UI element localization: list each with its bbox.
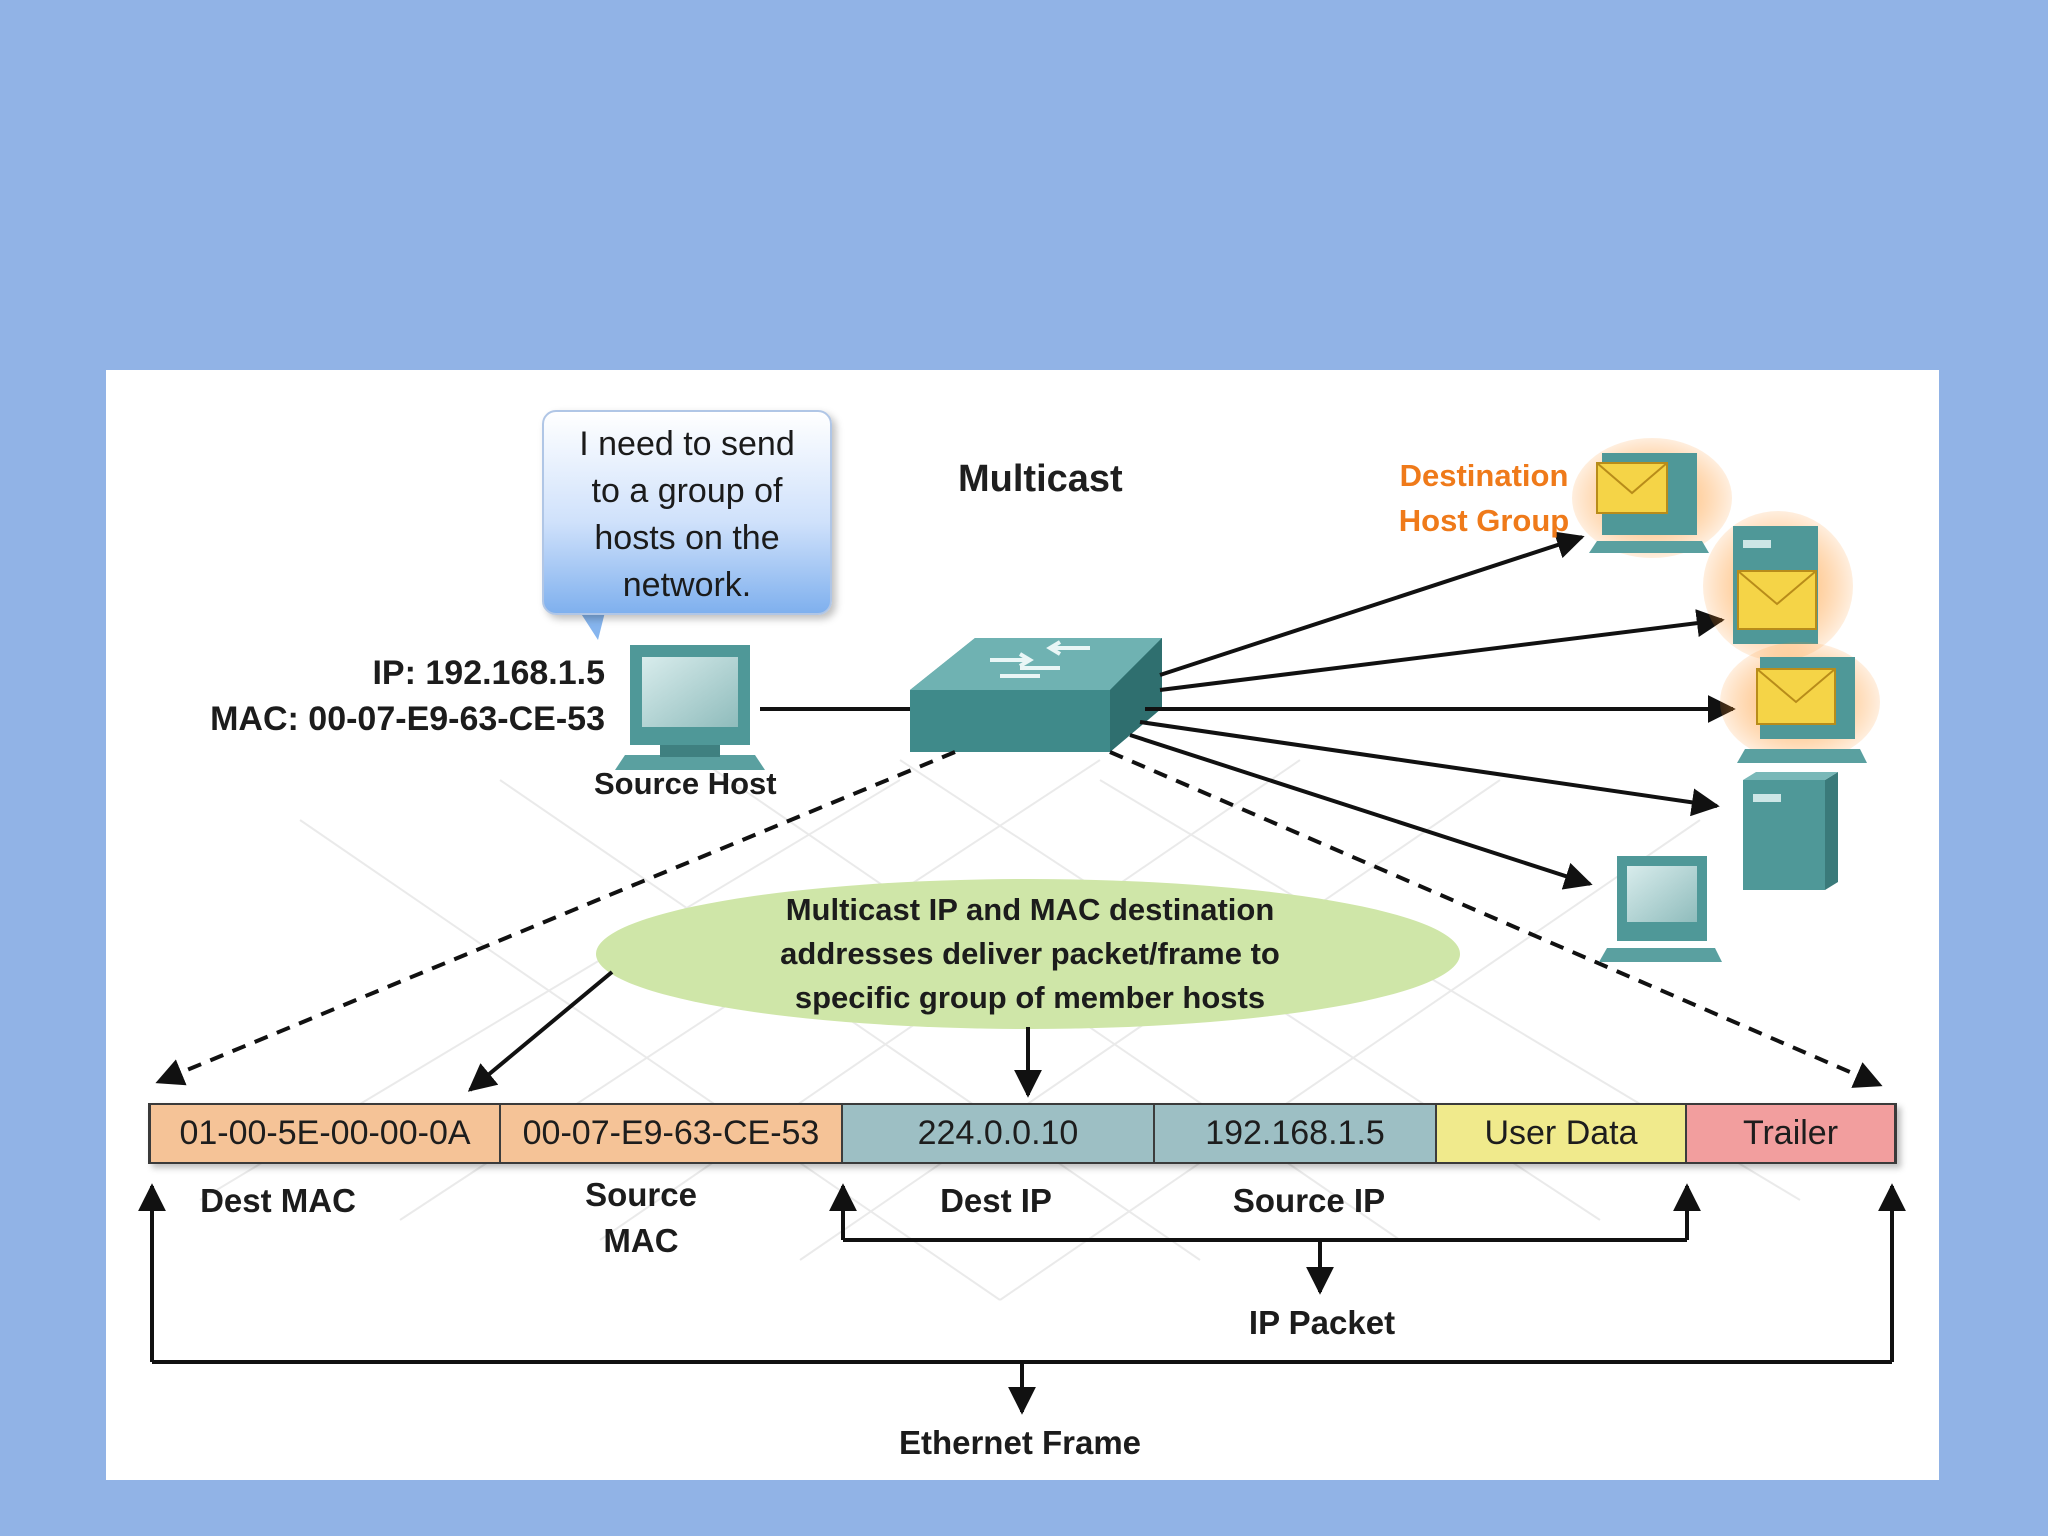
speech-bubble: I need to send to a group of hosts on th… [542, 410, 832, 615]
ethernet-frame-label: Ethernet Frame [898, 1424, 1142, 1461]
bracket-arrows [138, 1183, 1906, 1415]
destination-group-line: Host Group [1398, 503, 1570, 538]
diagram-title: Multicast [958, 458, 1123, 500]
dest-computer-3-icon [1599, 856, 1722, 962]
callout-line: addresses deliver packet/frame to [780, 936, 1280, 971]
speech-bubble-line: network. [622, 566, 752, 604]
multicast-arrows [1129, 531, 1736, 890]
dashed-projection-lines [155, 750, 1883, 1088]
frame-brackets [152, 1238, 1892, 1364]
frame-field-dest-ip: 224.0.0.10 [843, 1105, 1155, 1162]
switch-icon [910, 638, 1162, 752]
destination-group-line: Destination [1399, 458, 1569, 493]
callout-text: Multicast IP and MAC destination address… [740, 888, 1320, 1020]
speech-bubble-line: I need to send [579, 425, 795, 463]
source-mac-label-line: Source [585, 1176, 697, 1213]
source-mac-text: MAC: 00-07-E9-63-CE-53 [210, 700, 605, 738]
source-mac-label-line: MAC [603, 1222, 679, 1259]
source-ip-label: Source IP [1232, 1182, 1386, 1219]
speech-bubble-tail [580, 612, 605, 640]
dest-mac-label: Dest MAC [200, 1182, 356, 1219]
frame-field-source-mac: 00-07-E9-63-CE-53 [501, 1105, 843, 1162]
speech-bubble-line: to a group of [591, 472, 783, 510]
speech-bubble-line: hosts on the [594, 519, 780, 557]
ethernet-frame-bar [148, 1103, 1897, 1164]
callout-ellipse [596, 879, 1460, 1029]
ip-packet-label: IP Packet [1248, 1304, 1396, 1341]
dest-server-2-icon [1743, 772, 1838, 890]
callout-line: specific group of member hosts [794, 980, 1266, 1015]
source-host-computer-icon [615, 645, 765, 770]
dest-server-1-icon [1703, 511, 1853, 661]
dest-computer-1-icon [1572, 438, 1732, 558]
dest-computer-2-icon [1720, 642, 1880, 763]
destination-group-label: Destination Host Group [1374, 453, 1594, 543]
dest-ip-label: Dest IP [940, 1182, 1052, 1219]
source-ip-text: IP: 192.168.1.5 [372, 654, 605, 692]
source-address-info: IP: 192.168.1.5 MAC: 00-07-E9-63-CE-53 [155, 650, 605, 742]
callout-arrows [467, 970, 1042, 1098]
frame-field-source-ip: 192.168.1.5 [1155, 1105, 1437, 1162]
frame-field-user-data: User Data [1437, 1105, 1687, 1162]
frame-field-dest-mac: 01-00-5E-00-00-0A [151, 1105, 501, 1162]
callout-line: Multicast IP and MAC destination [785, 892, 1275, 927]
source-mac-label: Source MAC [541, 1172, 741, 1264]
frame-field-trailer: Trailer [1687, 1105, 1894, 1162]
source-host-label: Source Host [594, 766, 777, 801]
